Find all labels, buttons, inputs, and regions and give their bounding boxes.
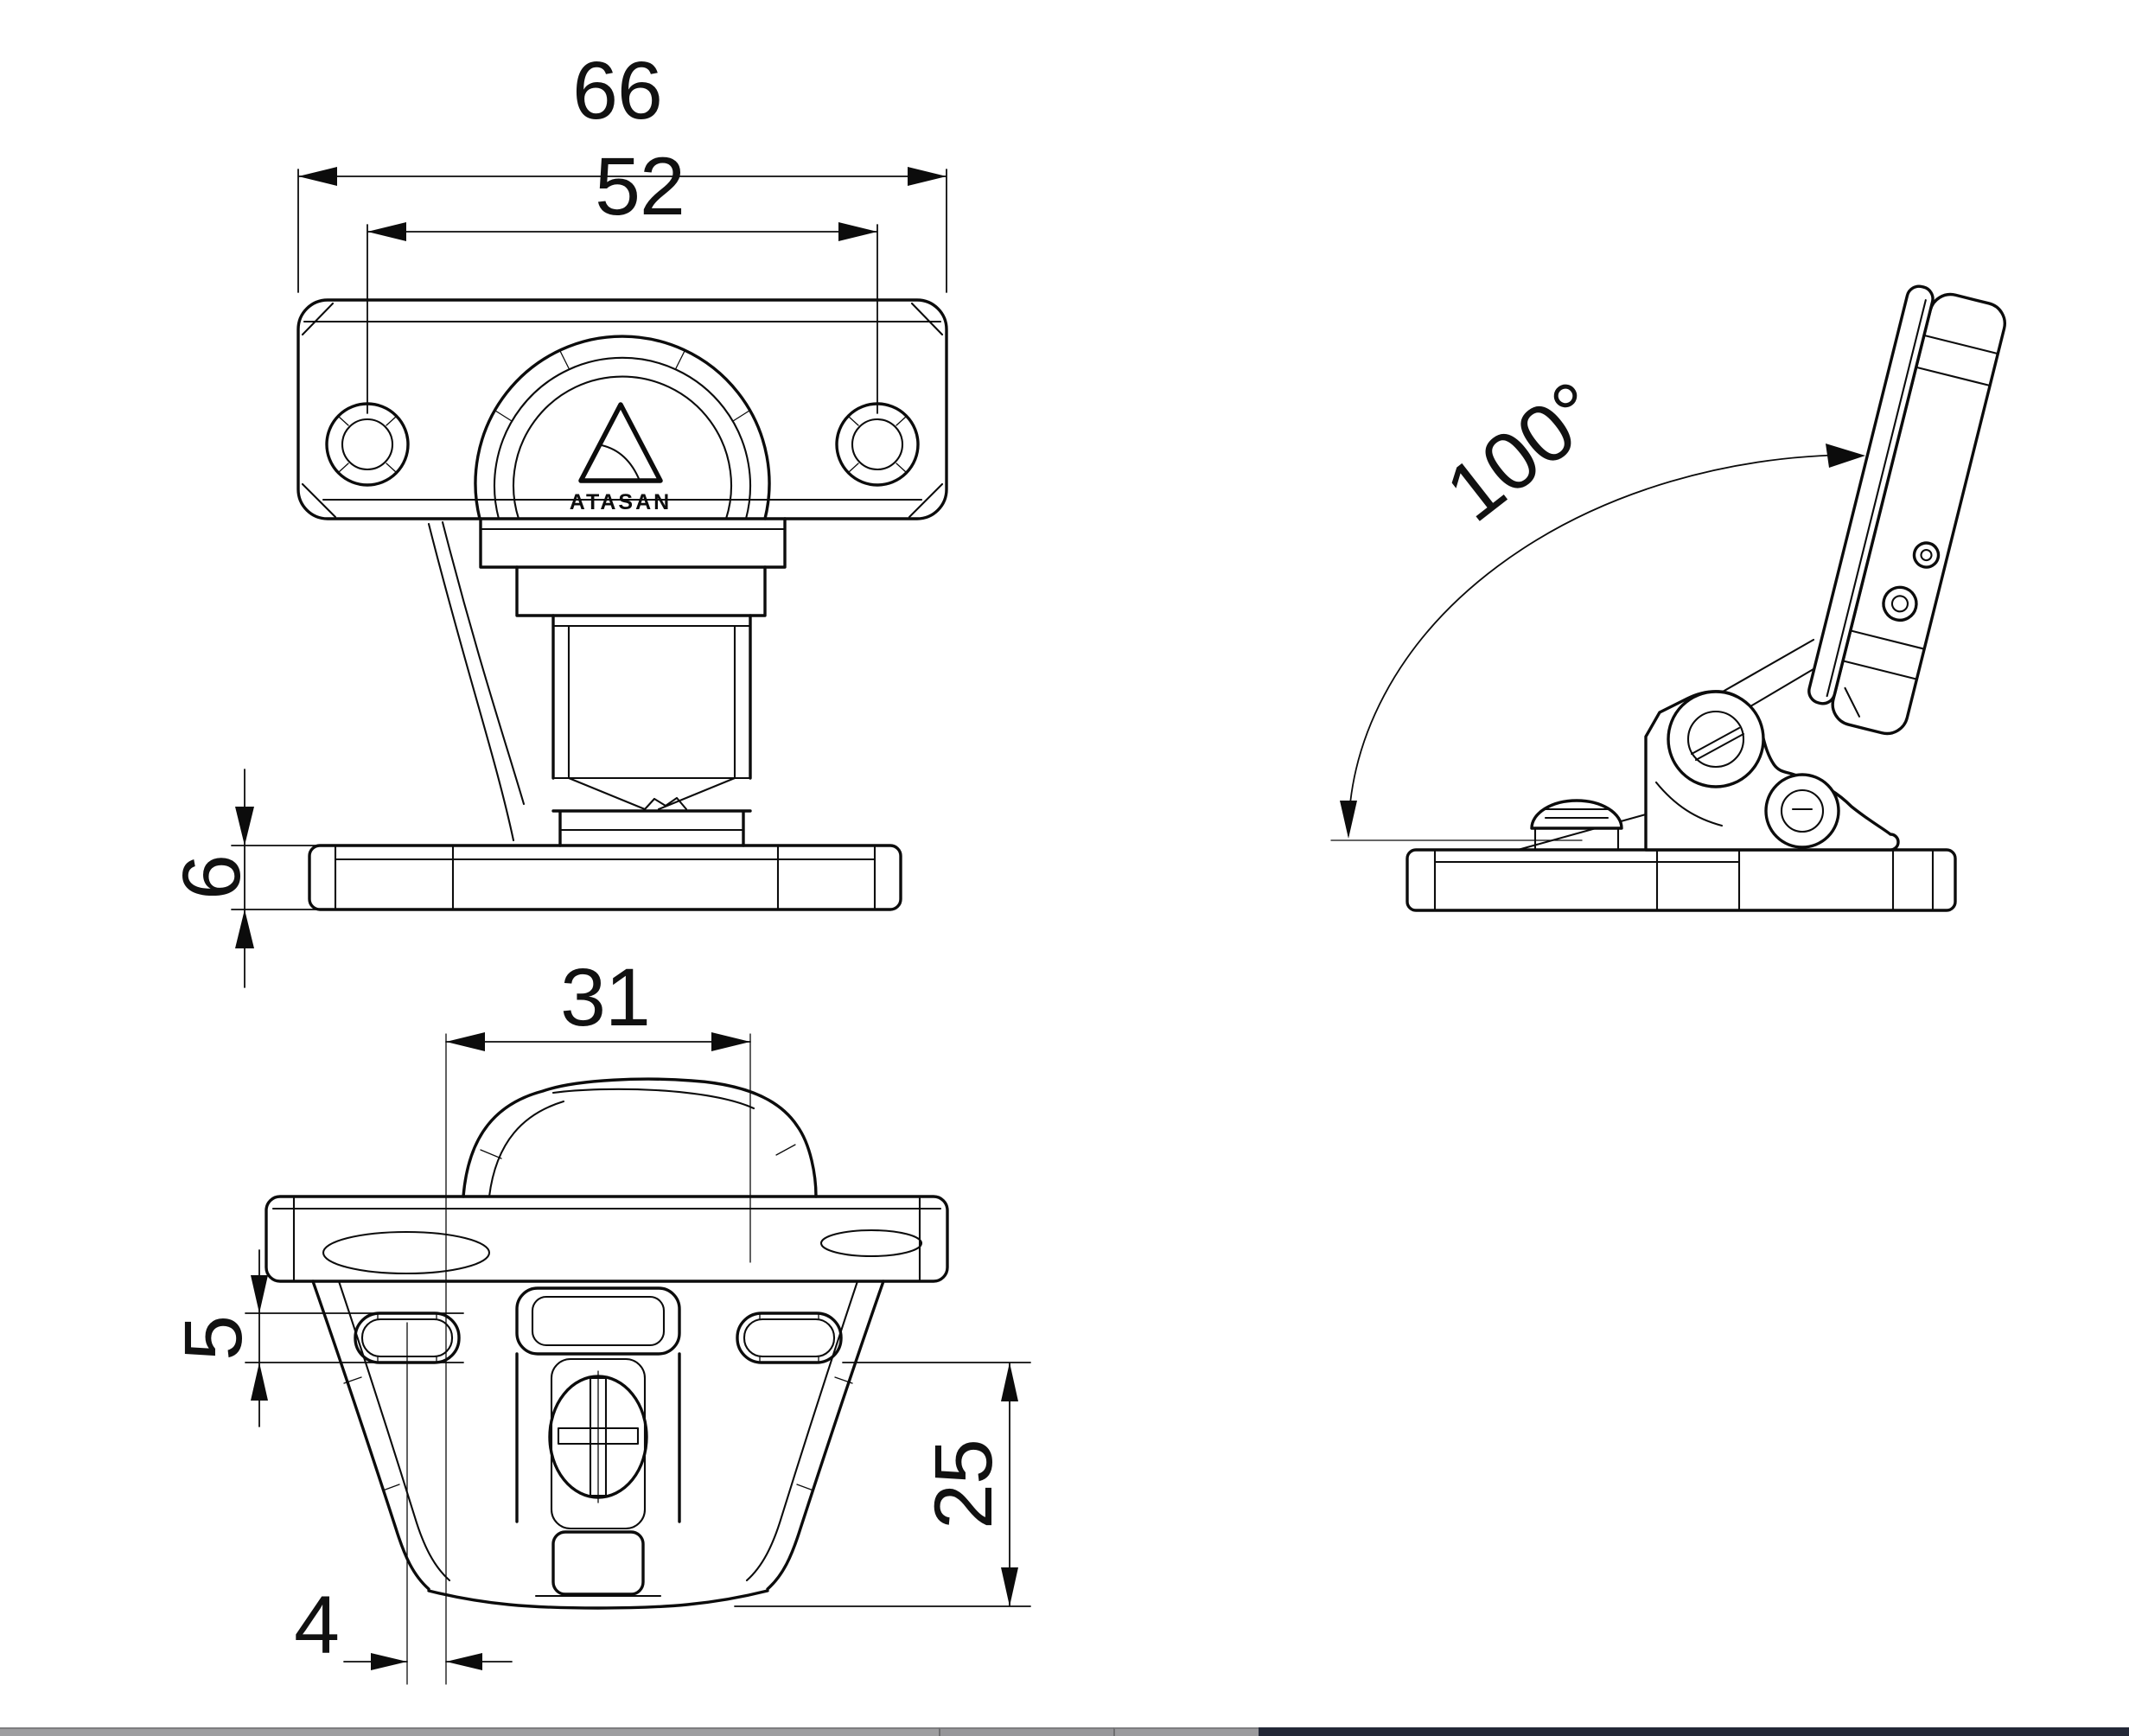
dim-bottom-hole-pattern: 31	[445, 952, 751, 1685]
front-view: ATASAN 66	[166, 45, 948, 988]
dim-front-plate-thickness: 6	[166, 769, 392, 988]
front-screw-hole-right	[835, 402, 920, 487]
front-hinge-arm	[427, 517, 787, 847]
dim-bottom-slot-height: 5	[168, 1249, 464, 1427]
dimension-label-100deg: 100°	[1430, 365, 1617, 539]
side-view: 100°	[1330, 284, 2006, 912]
status-strip-segment-3	[1112, 1727, 1259, 1736]
front-arch-mid	[493, 356, 752, 520]
logo-arc-icon	[600, 444, 641, 482]
bottom-cup-body	[427, 1286, 769, 1610]
bottom-cup-pocket	[551, 1530, 645, 1596]
status-strip-segment-2	[939, 1727, 1113, 1736]
brand-logo: ATASAN	[570, 402, 672, 514]
status-strip-segment-1	[0, 1727, 940, 1736]
dim-bottom-cup-depth: 25	[734, 1362, 1031, 1607]
bottom-slot-right	[736, 1312, 843, 1364]
side-lower-screw	[1764, 773, 1840, 849]
front-plate-corner-facets	[301, 302, 944, 519]
side-base-plate	[1406, 848, 1957, 912]
front-arch-outer	[474, 335, 771, 520]
front-plate-outline	[296, 298, 948, 520]
dimension-label-6: 6	[166, 855, 258, 900]
side-door-plate	[1807, 284, 2006, 736]
bottom-plate-hole-right	[819, 1229, 923, 1258]
bottom-plate-hole-left	[322, 1230, 491, 1275]
bottom-view: 31 5 4 25	[168, 952, 1031, 1685]
front-arch-inner	[512, 375, 733, 520]
logo-triangle-icon	[578, 402, 663, 483]
side-pivot-screw	[1667, 690, 1765, 788]
bottom-cup-dome	[462, 1077, 818, 1198]
dimension-label-31: 31	[560, 952, 650, 1044]
dim-side-opening-angle: 100°	[1340, 365, 1865, 839]
bottom-plate-band	[265, 1195, 949, 1283]
dimension-label-25: 25	[918, 1439, 1010, 1529]
status-strip	[0, 1727, 2129, 1736]
side-hinge-mechanism	[1516, 638, 1900, 852]
status-strip-segment-4	[1258, 1727, 2129, 1736]
dimension-label-52: 52	[595, 141, 685, 233]
front-arch-facets	[494, 350, 750, 422]
dimension-label-5: 5	[168, 1316, 259, 1361]
bottom-wings	[311, 1280, 885, 1591]
dimension-label-66: 66	[572, 45, 662, 137]
front-spring-curve-outer	[427, 522, 515, 842]
front-base-plate	[308, 844, 902, 911]
dim-front-hole-spacing: 52	[367, 141, 878, 414]
side-adjuster-screw	[1530, 799, 1623, 852]
logo-text: ATASAN	[570, 490, 672, 514]
front-screw-hole-left	[325, 402, 410, 487]
front-spring-curve-inner	[441, 520, 526, 806]
dim-bottom-slot-offset: 4	[294, 1322, 513, 1685]
dimension-label-4: 4	[294, 1580, 339, 1671]
dim-front-overall-width: 66	[297, 45, 947, 293]
